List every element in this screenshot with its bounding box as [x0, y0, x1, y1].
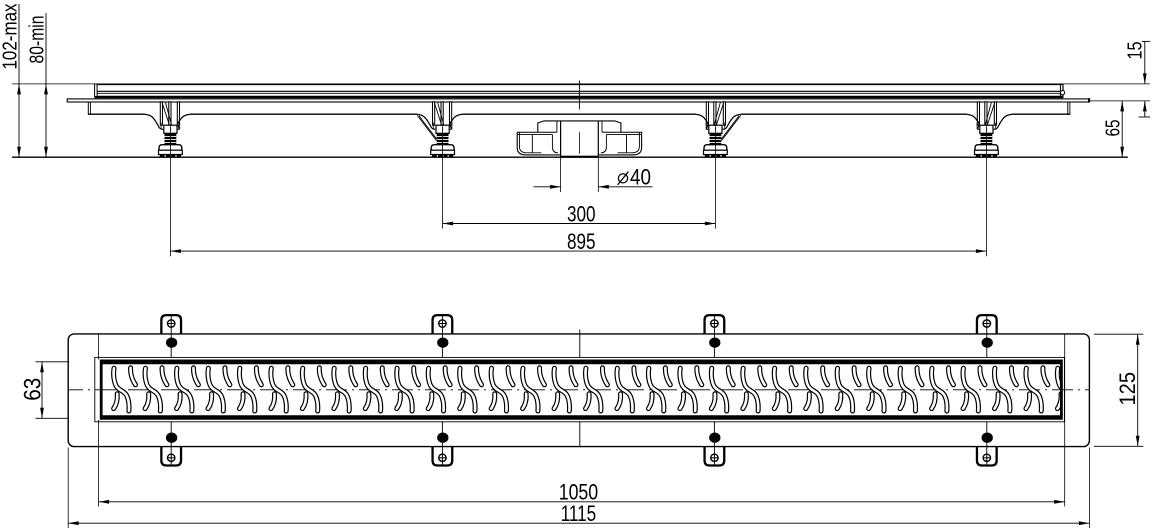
svg-text:40: 40: [630, 165, 651, 190]
svg-text:125: 125: [1115, 372, 1140, 406]
svg-text:102-max: 102-max: [0, 4, 22, 70]
svg-text:300: 300: [567, 201, 596, 226]
svg-text:1115: 1115: [561, 501, 597, 526]
svg-text:15: 15: [1125, 42, 1147, 60]
svg-text:65: 65: [1103, 120, 1125, 137]
svg-text:80-min: 80-min: [27, 16, 49, 64]
svg-text:1050: 1050: [559, 479, 599, 504]
svg-text:895: 895: [567, 229, 596, 254]
svg-text:63: 63: [20, 378, 47, 401]
